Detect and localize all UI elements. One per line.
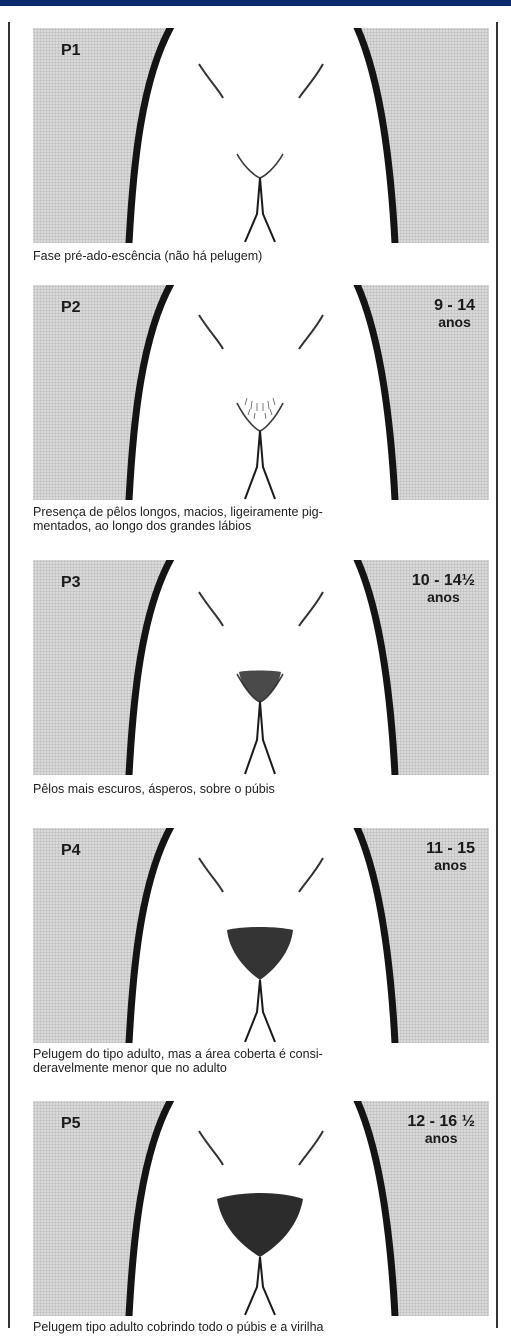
stage-label-p5: P5 xyxy=(61,1115,81,1133)
stage-label-p2: P2 xyxy=(61,299,81,317)
stage-panel-p1: P1 xyxy=(33,28,489,243)
age-range-unit: anos xyxy=(412,589,475,606)
stage-illustration-p4 xyxy=(33,828,489,1043)
age-range-unit: anos xyxy=(426,857,475,874)
page-left-border xyxy=(8,22,10,1328)
stage-panel-p3: P3 10 - 14½ anos xyxy=(33,560,489,775)
caption-line: Pelugem tipo adulto cobrindo todo o púbi… xyxy=(33,1320,493,1334)
age-range-unit: anos xyxy=(407,1130,475,1147)
stage-illustration-p2 xyxy=(33,285,489,500)
age-range-p5: 12 - 16 ½ anos xyxy=(407,1113,475,1147)
stage-caption-p2: Presença de pêlos longos, macios, ligeir… xyxy=(33,505,493,533)
page-right-border xyxy=(496,22,498,1328)
age-range-p2: 9 - 14 anos xyxy=(434,297,475,331)
caption-line: deravelmente menor que no adulto xyxy=(33,1061,493,1075)
stage-label-p3: P3 xyxy=(61,574,81,592)
caption-line: Pêlos mais escuros, ásperos, sobre o púb… xyxy=(33,782,493,796)
stage-caption-p5: Pelugem tipo adulto cobrindo todo o púbi… xyxy=(33,1320,493,1334)
caption-line: Pelugem do tipo adulto, mas a área cober… xyxy=(33,1047,493,1061)
caption-line: Fase pré-ado-escência (não há pelugem) xyxy=(33,249,493,263)
age-range-p4: 11 - 15 anos xyxy=(426,840,475,874)
stage-panel-p2: P2 9 - 14 anos xyxy=(33,285,489,500)
age-range-value: 12 - 16 ½ xyxy=(407,1113,475,1130)
age-range-unit: anos xyxy=(434,314,475,331)
stage-panel-p4: P4 11 - 15 anos xyxy=(33,828,489,1043)
stage-label-p1: P1 xyxy=(61,42,81,60)
stage-panel-p5: P5 12 - 16 ½ anos xyxy=(33,1101,489,1316)
caption-line: Presença de pêlos longos, macios, ligeir… xyxy=(33,505,493,519)
age-range-value: 9 - 14 xyxy=(434,297,475,314)
age-range-value: 10 - 14½ xyxy=(412,572,475,589)
stage-label-p4: P4 xyxy=(61,842,81,860)
stage-caption-p3: Pêlos mais escuros, ásperos, sobre o púb… xyxy=(33,782,493,796)
stage-caption-p4: Pelugem do tipo adulto, mas a área cober… xyxy=(33,1047,493,1075)
age-range-value: 11 - 15 xyxy=(426,840,475,857)
caption-line: mentados, ao longo dos grandes lábios xyxy=(33,519,493,533)
page-top-edge xyxy=(0,0,511,6)
stage-illustration-p1 xyxy=(33,28,489,243)
stage-caption-p1: Fase pré-ado-escência (não há pelugem) xyxy=(33,249,493,263)
age-range-p3: 10 - 14½ anos xyxy=(412,572,475,606)
